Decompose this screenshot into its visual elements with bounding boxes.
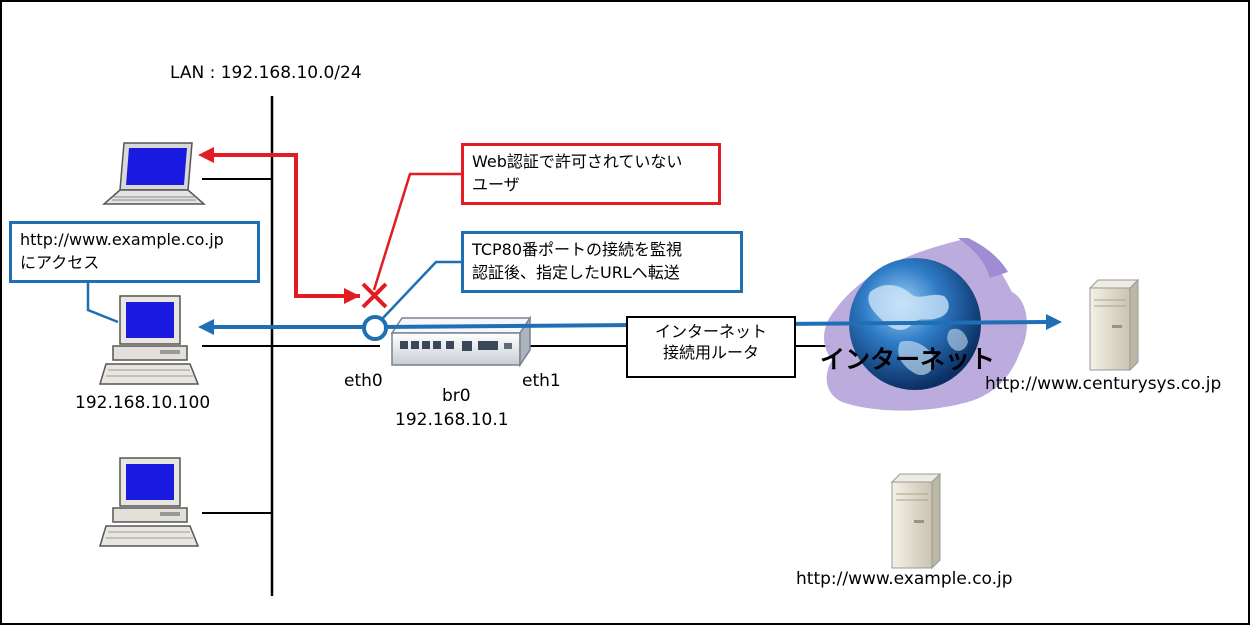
pc-icon (98, 457, 200, 547)
server-icon-centurysys (1088, 278, 1140, 372)
eth0-label: eth0 (344, 371, 383, 391)
router-label-line: インターネット (654, 322, 767, 341)
forward-arrow-head (1046, 314, 1062, 330)
callout-line: http://www.example.co.jp (20, 230, 224, 249)
unauthorized-user-callout: Web認証で許可されていない ユーザ (461, 143, 721, 205)
return-arrow-head (198, 319, 214, 335)
blue-callout-leader (382, 260, 462, 319)
monitor-point-icon (362, 315, 388, 341)
client-ip-label: 192.168.10.100 (75, 393, 211, 413)
client-callout-leader (86, 282, 119, 324)
example-url-label: http://www.example.co.jp (796, 569, 1013, 589)
internet-cloud-highlight (958, 238, 1008, 278)
callout-line: にアクセス (20, 253, 100, 273)
br0-label: br0 (442, 386, 471, 406)
router-label-line: 接続用ルータ (662, 342, 759, 362)
callout-line: TCP80番ポートの接続を監視 (472, 240, 683, 259)
callout-line: Web認証で許可されていない (472, 152, 683, 171)
client-pc-icon (98, 295, 200, 385)
blocked-x-icon (361, 282, 388, 309)
br0-ip-label: 192.168.10.1 (395, 410, 509, 430)
internet-router-box: インターネット 接続用ルータ (626, 316, 796, 378)
rejected-arrow-head-in (344, 288, 360, 304)
laptop-icon (102, 142, 206, 205)
lan-label: LAN : 192.168.10.0/24 (170, 63, 362, 83)
server-icon-example (890, 472, 942, 570)
callout-line: 認証後、指定したURLへ転送 (472, 263, 680, 283)
rejected-arrow-head (198, 147, 214, 163)
tcp80-monitor-callout: TCP80番ポートの接続を監視 認証後、指定したURLへ転送 (461, 231, 743, 293)
internet-label: インターネット (820, 345, 996, 374)
client-access-callout: http://www.example.co.jp にアクセス (9, 221, 260, 283)
red-callout-leader (372, 172, 462, 291)
callout-line: ユーザ (472, 175, 520, 195)
rejected-path (212, 153, 360, 298)
centurysys-url-label: http://www.centurysys.co.jp (985, 374, 1222, 394)
eth1-label: eth1 (522, 371, 561, 391)
